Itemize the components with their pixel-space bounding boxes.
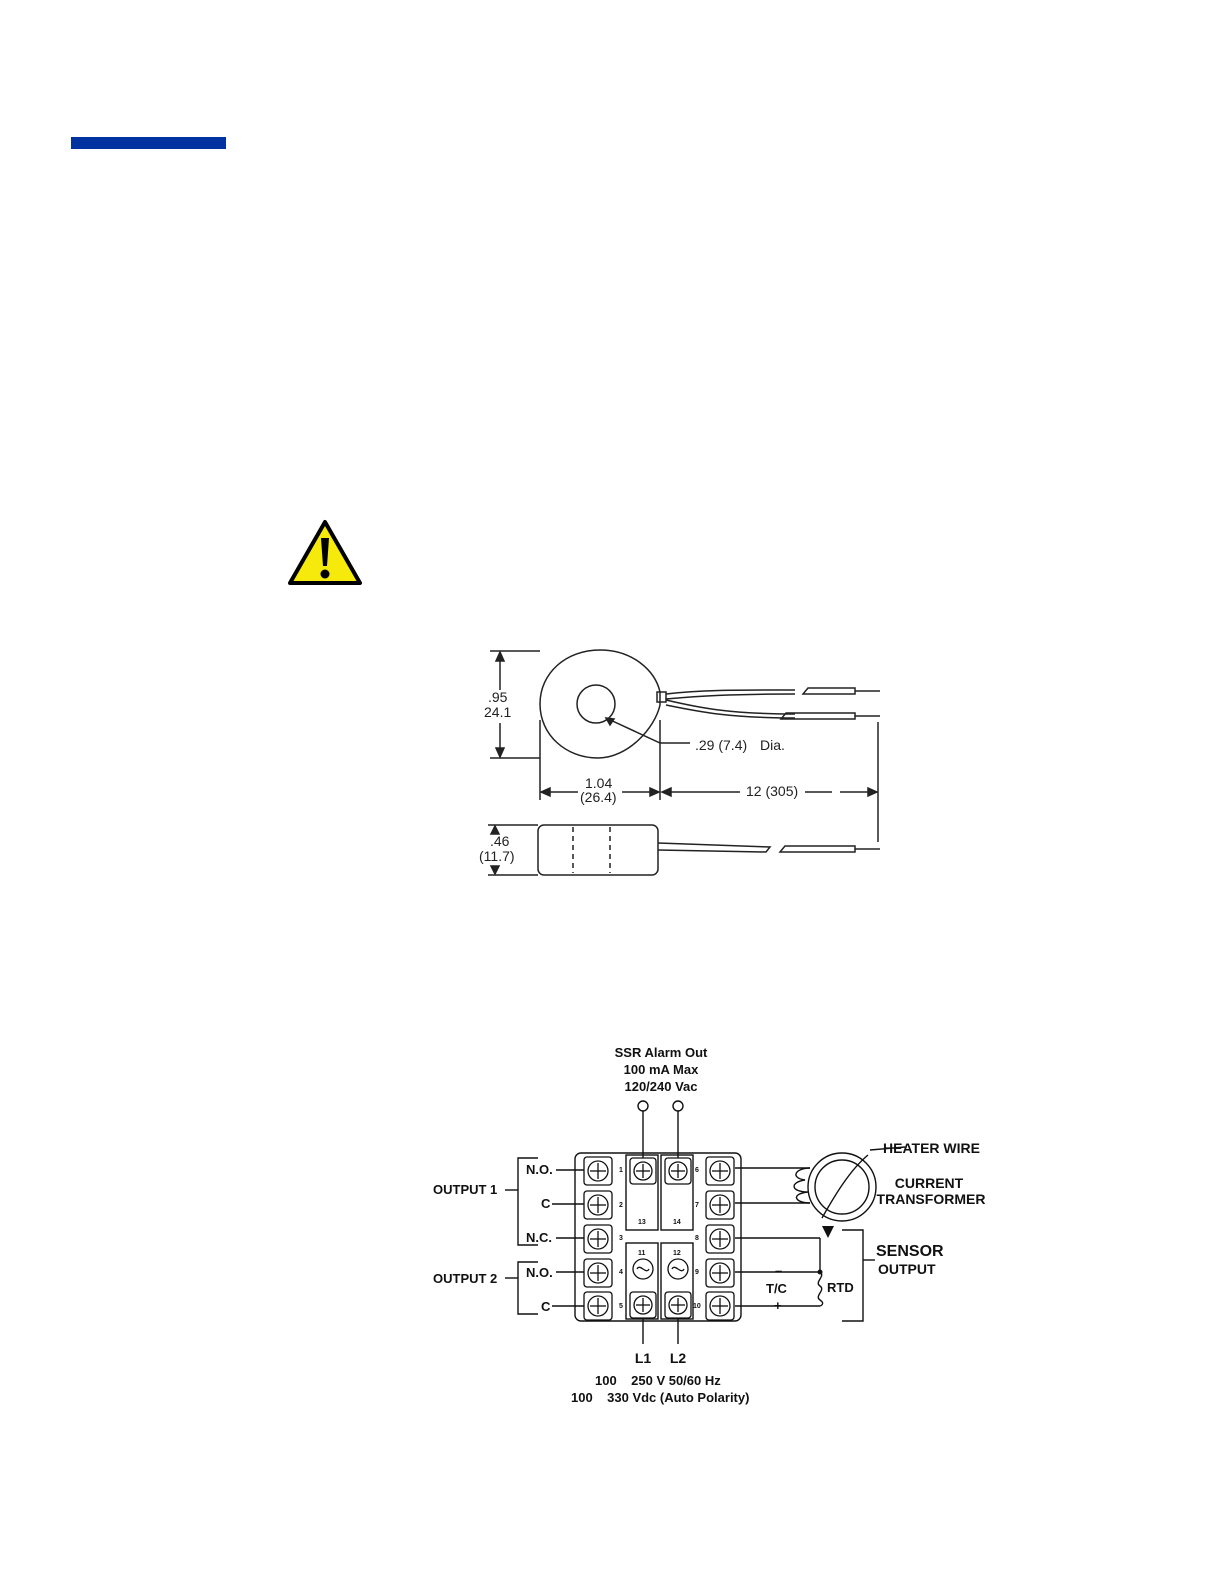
height-in-label: .95 <box>488 689 508 705</box>
width-mm-label: (26.4) <box>580 789 617 805</box>
lead-length-label: 12 (305) <box>746 783 798 799</box>
hole-dia-suffix: Dia. <box>760 737 785 753</box>
toroid-hole <box>577 685 615 723</box>
c-2-label: C <box>541 1299 551 1314</box>
terminal-number: 7 <box>695 1202 699 1209</box>
terminal-number: 12 <box>673 1250 681 1257</box>
l1-label: L1 <box>635 1350 652 1366</box>
terminal-number: 10 <box>693 1303 701 1310</box>
terminal-number: 2 <box>619 1202 623 1209</box>
height-mm-label: 24.1 <box>484 704 511 720</box>
current-transformer-ring <box>808 1153 876 1221</box>
warning-triangle-icon <box>290 522 360 583</box>
terminal-screw <box>630 1158 656 1184</box>
no-2-label: N.O. <box>526 1265 553 1280</box>
terminal-screw <box>630 1292 656 1318</box>
current-transformer-dimension-drawing <box>488 650 880 875</box>
hole-dia-label: .29 (7.4) <box>695 737 747 753</box>
sensor-output-label: OUTPUT <box>878 1261 936 1277</box>
toroid-body <box>540 650 660 758</box>
ssr-voltage: 120/240 Vac <box>624 1079 697 1094</box>
terminal-screw <box>706 1157 734 1185</box>
c-1-label: C <box>541 1196 551 1211</box>
ac-symbol <box>633 1259 653 1279</box>
terminal-number: 4 <box>619 1269 623 1276</box>
l2-label: L2 <box>670 1350 687 1366</box>
output-1-label: OUTPUT 1 <box>433 1182 497 1197</box>
toroid-side-view <box>538 825 658 875</box>
ssr-current: 100 mA Max <box>624 1062 699 1077</box>
terminal-screw <box>706 1259 734 1287</box>
terminal-number: 1 <box>619 1167 623 1174</box>
terminal-screw <box>706 1292 734 1320</box>
terminal-screw <box>584 1259 612 1287</box>
no-1-label: N.O. <box>526 1162 553 1177</box>
rtd-label: RTD <box>827 1280 854 1295</box>
ac-symbol <box>668 1259 688 1279</box>
thickness-in-label: .46 <box>490 833 510 849</box>
terminal-number: 11 <box>638 1250 646 1257</box>
output-2-label: OUTPUT 2 <box>433 1271 497 1286</box>
terminal-number: 14 <box>673 1219 681 1226</box>
tc-label: T/C <box>766 1281 788 1296</box>
current-transformer-label-1: CURRENT <box>895 1175 964 1191</box>
terminal-screw <box>584 1157 612 1185</box>
terminal-screw <box>706 1225 734 1253</box>
minus-label: – <box>775 1263 782 1278</box>
terminal-number: 8 <box>695 1235 699 1242</box>
terminal-number: 9 <box>695 1269 699 1276</box>
terminal-number: 3 <box>619 1235 623 1242</box>
terminal-screw <box>665 1292 691 1318</box>
terminal-number: 5 <box>619 1303 623 1310</box>
thickness-mm-label: (11.7) <box>479 848 515 864</box>
terminal-number: 13 <box>638 1219 646 1226</box>
terminal-screw <box>706 1191 734 1219</box>
terminal-screw <box>584 1191 612 1219</box>
nc-1-label: N.C. <box>526 1230 552 1245</box>
dimension-labels: .95 24.1 .29 (7.4) Dia. 1.04 (26.4) 12 (… <box>479 689 798 864</box>
wiring-diagram: 1 2 3 4 5 6 7 8 9 10 11 12 13 14 SSR Ala… <box>433 1045 985 1405</box>
terminal-number: 6 <box>695 1167 699 1174</box>
current-transformer-label-2: TRANSFORMER <box>877 1191 986 1207</box>
heater-wire-label: HEATER WIRE <box>883 1140 980 1156</box>
lead-grommet <box>657 692 666 702</box>
terminal-screw <box>584 1292 612 1320</box>
lead-wire-lower <box>666 700 795 714</box>
sensor-label: SENSOR <box>876 1243 944 1260</box>
terminal-screw <box>584 1225 612 1253</box>
ssr-title: SSR Alarm Out <box>615 1045 708 1060</box>
plus-label: + <box>774 1298 782 1313</box>
power-ac-label: 100 250 V 50/60 Hz <box>595 1373 721 1388</box>
terminal-screw <box>665 1158 691 1184</box>
power-dc-label: 100 330 Vdc (Auto Polarity) <box>571 1390 749 1405</box>
